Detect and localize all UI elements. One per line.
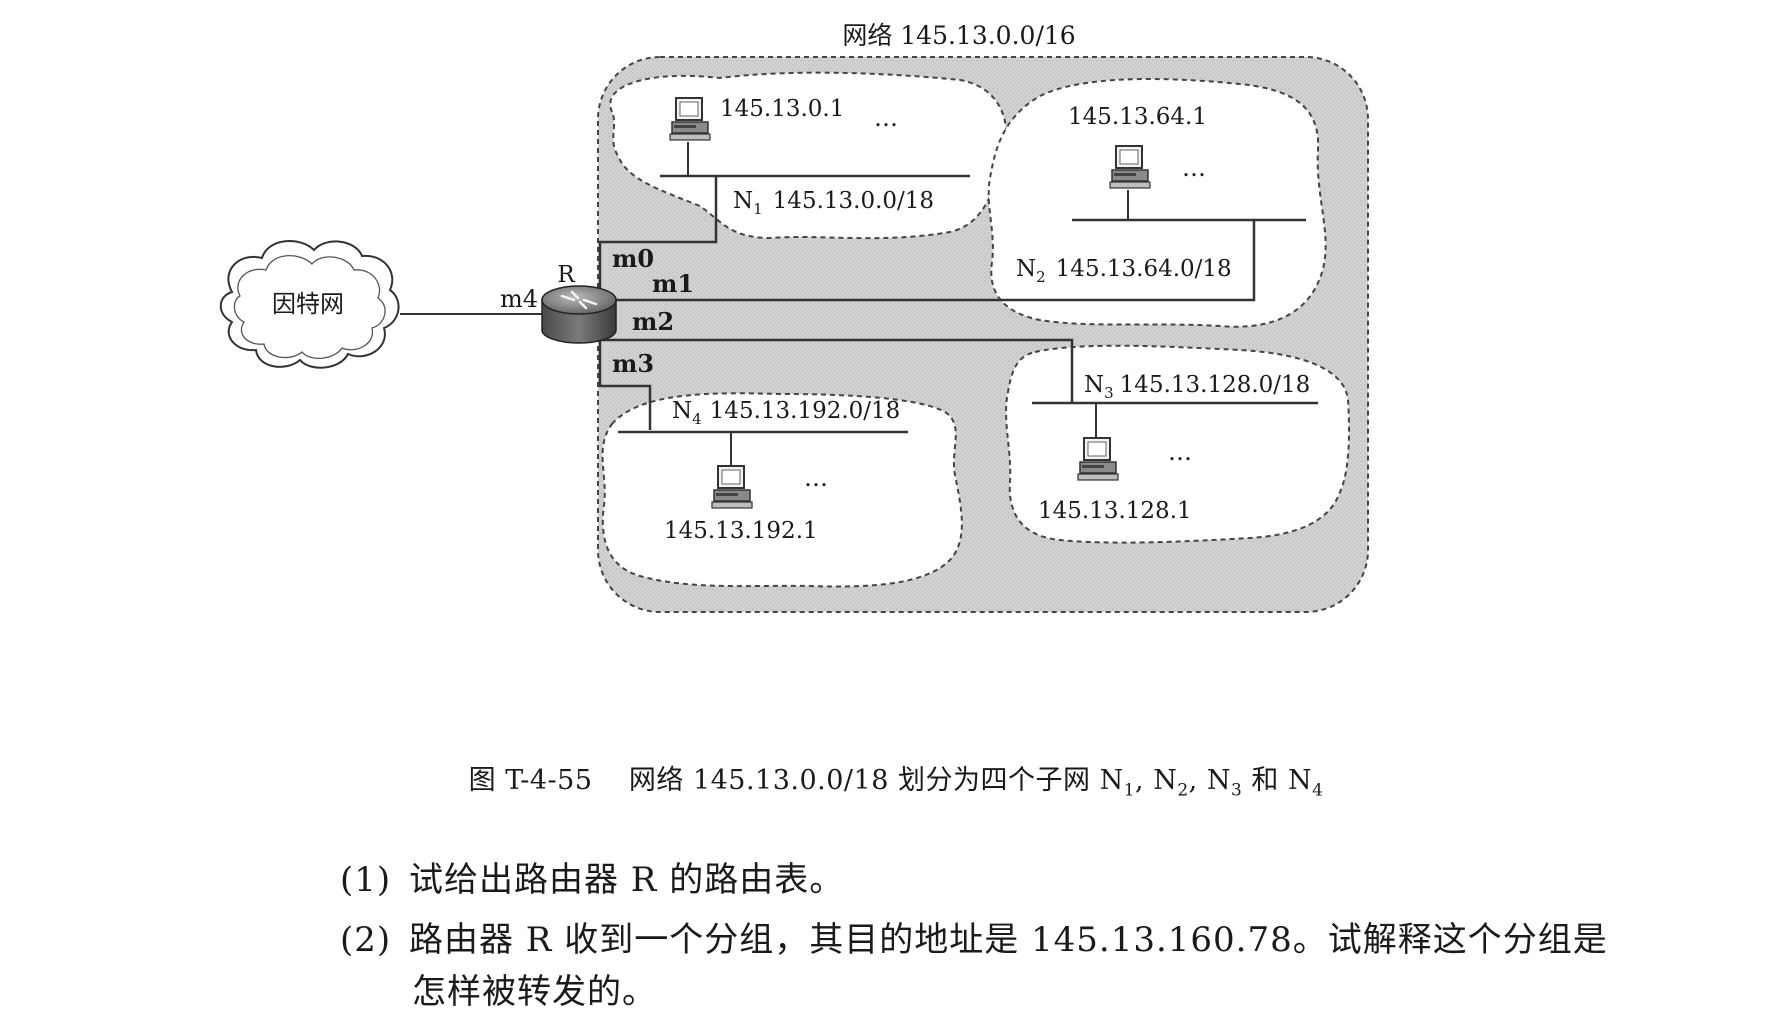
- host-n4: 145.13.192.1: [664, 518, 818, 544]
- question-2-number: (2): [340, 920, 392, 960]
- port-m2: m2: [632, 307, 674, 336]
- ellipsis-n4: …: [804, 464, 828, 492]
- ellipsis-n3: …: [1168, 438, 1192, 466]
- subnet-n3-area: [1005, 344, 1351, 544]
- question-2-line1: 路由器 R 收到一个分组，其目的地址是 145.13.160.78。试解释这个分…: [408, 920, 1608, 960]
- port-m0: m0: [612, 244, 654, 273]
- question-2: (2) 路由器 R 收到一个分组，其目的地址是 145.13.160.78。试解…: [340, 912, 1608, 961]
- subnet-n1-area: [609, 71, 1008, 240]
- ellipsis-n2: …: [1182, 154, 1206, 182]
- internet-label: 因特网: [272, 290, 344, 318]
- internet-cloud: 因特网: [219, 239, 400, 369]
- link-m1: [600, 220, 1256, 302]
- figure-caption: 图 T-4-55 网络 145.13.0.0/18 划分为四个子网 N1, N2…: [0, 758, 1792, 800]
- subnet-n2-area: [987, 78, 1327, 328]
- question-1-number: (1): [340, 860, 392, 900]
- caption-subnet: N3 和: [1206, 765, 1288, 801]
- host-n3: 145.13.128.1: [1038, 498, 1192, 524]
- link-m0: [598, 176, 718, 300]
- question-1: (1) 试给出路由器 R 的路由表。: [340, 852, 844, 901]
- router-name: R: [557, 262, 575, 288]
- caption-subnet: N1,: [1099, 765, 1154, 801]
- question-2-continued: 怎样被转发的。: [412, 964, 657, 1013]
- caption-subnet: N4: [1287, 765, 1324, 801]
- network-title: 网络 145.13.0.0/16: [842, 21, 1075, 50]
- router-icon: [541, 285, 617, 344]
- caption-text: 网络 145.13.0.0/18 划分为四个子网: [628, 765, 1100, 796]
- question-1-text: 试给出路由器 R 的路由表。: [408, 860, 845, 900]
- host-n1: 145.13.0.1: [720, 96, 844, 122]
- link-m3: [598, 340, 652, 430]
- port-m4: m4: [500, 285, 538, 313]
- host-n2: 145.13.64.1: [1068, 104, 1207, 130]
- ellipsis-n1: …: [874, 104, 898, 132]
- figure-number: 图 T-4-55: [468, 765, 593, 796]
- link-m2: [600, 338, 1074, 403]
- question-2-line2: 怎样被转发的。: [412, 972, 657, 1012]
- subnet-n4-area: [601, 392, 963, 588]
- port-m1: m1: [652, 269, 694, 298]
- caption-subnet: N2,: [1153, 765, 1207, 801]
- port-m3: m3: [612, 349, 654, 378]
